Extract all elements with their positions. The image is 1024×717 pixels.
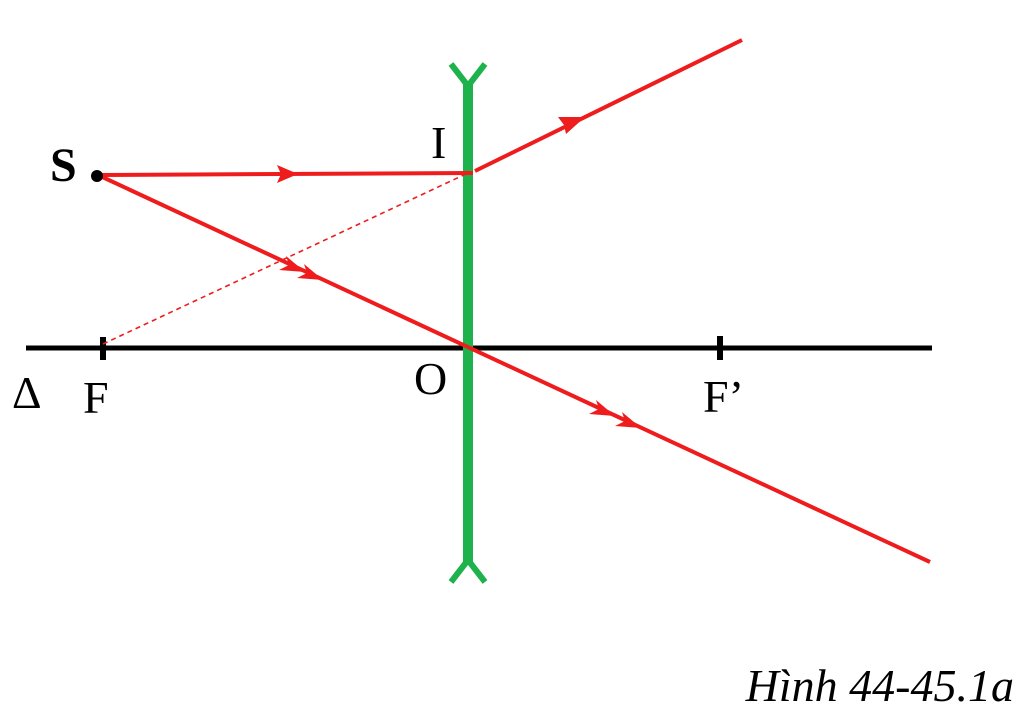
arrow-incident-parallel [277,165,298,183]
arrow-center-ray-1 [279,256,305,272]
arrow-center-ray-3 [589,400,615,416]
ray-through-center [97,173,931,564]
arrow-center-ray-4 [615,412,641,428]
label-source: S [50,139,77,192]
refracted-ray-diverging [474,38,743,173]
arrow-refracted-diverging [558,117,585,134]
label-focus-f-prime: F’ [703,371,744,422]
label-incidence-point: I [431,117,446,168]
label-principal-axis: Δ [12,367,42,418]
source-point [91,170,103,182]
virtual-extension-ray [102,172,469,345]
label-optical-center: O [414,353,447,404]
diverging-lens [448,62,488,584]
label-focus-f: F [83,372,109,423]
arrow-center-ray-2 [297,264,323,280]
figure-caption: Hình 44-45.1a [745,660,1014,711]
